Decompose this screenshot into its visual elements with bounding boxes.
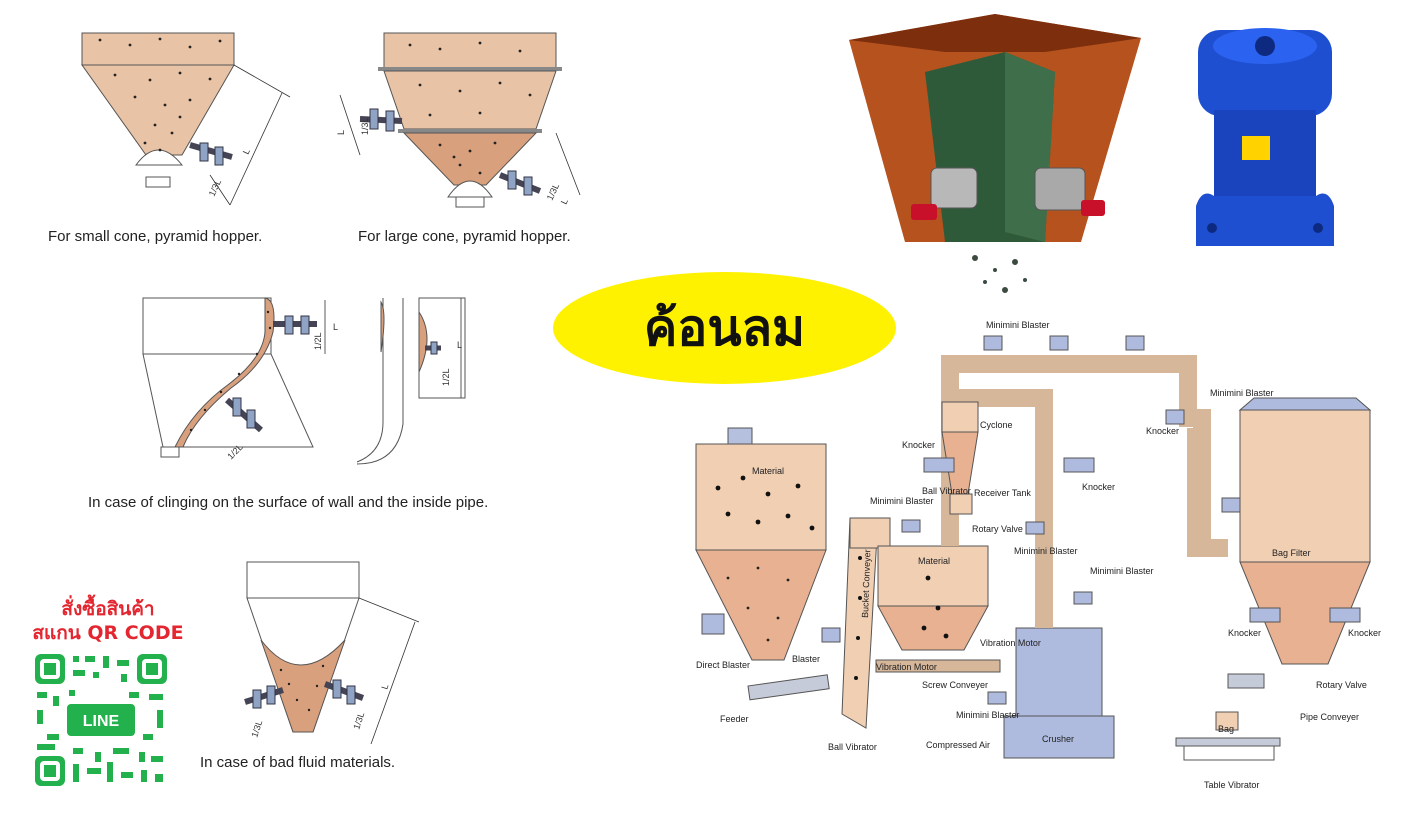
air-blaster-icon bbox=[244, 685, 284, 709]
label-blaster: Blaster bbox=[792, 654, 820, 664]
air-blaster-icon bbox=[987, 691, 1007, 705]
label-crusher: Crusher bbox=[1042, 734, 1074, 744]
dimension-L: L bbox=[241, 147, 252, 156]
qr-title-line1: สั่งซื้อสินค้า bbox=[61, 598, 155, 620]
large-cone-hopper-diagram: L 1/3L 1/3L L bbox=[336, 32, 581, 208]
air-knocker-icon bbox=[1063, 457, 1095, 473]
air-blaster-icon bbox=[1049, 335, 1069, 351]
air-knocker-icon bbox=[1249, 607, 1281, 623]
label-bag-filter: Bag Filter bbox=[1272, 548, 1311, 558]
dimension-half-L: 1/2L bbox=[441, 368, 451, 386]
label-minimini-blaster: Minimini Blaster bbox=[986, 320, 1050, 330]
dimension-third-L: 1/3L bbox=[545, 182, 561, 202]
air-blaster-icon bbox=[983, 335, 1003, 351]
label-rotary-valve: Rotary Valve bbox=[1316, 680, 1367, 690]
line-qr-code[interactable]: LINE bbox=[33, 652, 173, 792]
air-blaster-icon bbox=[1221, 497, 1241, 513]
label-knocker: Knocker bbox=[1348, 628, 1381, 638]
label-ball-vibrator: Ball Vibrator bbox=[828, 742, 877, 752]
label-minimini-blaster: Minimini Blaster bbox=[1014, 546, 1078, 556]
air-blaster-icon bbox=[901, 519, 921, 533]
qr-title-line2: สแกน QR CODE bbox=[32, 622, 184, 644]
label-ball-vibrator: Ball Vibrator bbox=[922, 486, 971, 496]
air-blaster-icon bbox=[225, 397, 263, 433]
label-minimini-blaster: Minimini Blaster bbox=[1210, 388, 1274, 398]
caption-clinging: In case of clinging on the surface of wa… bbox=[88, 494, 489, 511]
label-pipe-conveyer: Pipe Conveyer bbox=[1300, 712, 1359, 722]
clinging-hopper-diagram: L 1/2L 1/2L L 1/2L bbox=[142, 297, 466, 465]
air-blaster-icon bbox=[189, 142, 233, 166]
label-feeder: Feeder bbox=[720, 714, 749, 724]
label-cyclone: Cyclone bbox=[980, 420, 1013, 430]
small-cone-hopper-diagram: L 1/3L bbox=[81, 32, 291, 206]
air-blaster-icon bbox=[701, 613, 725, 635]
air-blaster-icon bbox=[323, 679, 365, 705]
label-knocker: Knocker bbox=[902, 440, 935, 450]
air-blaster-icon bbox=[498, 170, 542, 196]
label-direct-blaster: Direct Blaster bbox=[696, 660, 750, 670]
label-table-vibrator: Table Vibrator bbox=[1204, 780, 1259, 790]
dimension-L: L bbox=[379, 683, 390, 691]
air-knocker-icon bbox=[911, 167, 978, 220]
dimension-L: L bbox=[457, 340, 462, 350]
air-blaster-icon bbox=[1073, 591, 1093, 605]
label-minimini-blaster: Minimini Blaster bbox=[956, 710, 1020, 720]
process-flow-diagram: Material Minimini Blaster Minimini Blast… bbox=[695, 320, 1381, 790]
label-knocker: Knocker bbox=[1082, 482, 1115, 492]
dimension-L: L bbox=[559, 197, 570, 206]
air-blaster-icon bbox=[359, 108, 403, 132]
label-minimini-blaster: Minimini Blaster bbox=[1090, 566, 1154, 576]
label-minimini-blaster: Minimini Blaster bbox=[870, 496, 934, 506]
air-knocker-icon bbox=[1329, 607, 1361, 623]
dimension-third-L: 1/3L bbox=[360, 117, 370, 135]
title-badge-text: ค้อนลม bbox=[643, 298, 806, 357]
caption-small-cone: For small cone, pyramid hopper. bbox=[48, 228, 263, 245]
label-knocker: Knocker bbox=[1146, 426, 1179, 436]
dimension-third-L: 1/3L bbox=[249, 719, 264, 739]
air-knocker-icon bbox=[923, 457, 955, 473]
air-blaster-icon bbox=[273, 315, 317, 335]
label-vibration-motor: Vibration Motor bbox=[876, 662, 937, 672]
label-knocker: Knocker bbox=[1228, 628, 1261, 638]
air-blaster-icon bbox=[425, 341, 441, 355]
line-brand: LINE bbox=[83, 713, 120, 730]
dimension-third-L: 1/3L bbox=[351, 711, 366, 731]
air-blaster-icon bbox=[821, 627, 841, 643]
label-screw-conveyer: Screw Conveyer bbox=[922, 680, 988, 690]
air-blaster-icon bbox=[1025, 521, 1045, 535]
dimension-half-L: 1/2L bbox=[313, 332, 323, 350]
label-material: Material bbox=[918, 556, 950, 566]
label-bucket-conveyer: Bucket Conveyer bbox=[860, 549, 872, 618]
title-badge: ค้อนลม bbox=[553, 272, 896, 384]
air-blaster-icon bbox=[1165, 409, 1185, 425]
caption-large-cone: For large cone, pyramid hopper. bbox=[358, 228, 571, 245]
label-vibration-motor: Vibration Motor bbox=[980, 638, 1041, 648]
label-receiver-tank: Receiver Tank bbox=[974, 488, 1031, 498]
label-bag: Bag bbox=[1218, 724, 1234, 734]
caption-bad-fluid: In case of bad fluid materials. bbox=[200, 754, 396, 771]
label-material: Material bbox=[752, 466, 784, 476]
dimension-L: L bbox=[336, 130, 346, 135]
label-compressed-air: Compressed Air bbox=[926, 740, 990, 750]
air-knocker-icon bbox=[1034, 167, 1105, 216]
label-rotary-valve: Rotary Valve bbox=[972, 524, 1023, 534]
hopper-cutaway-photo bbox=[849, 14, 1141, 293]
air-knocker-photo bbox=[1196, 28, 1334, 246]
dimension-L: L bbox=[333, 322, 338, 332]
bad-fluid-hopper-diagram: L 1/3L 1/3L bbox=[244, 561, 420, 745]
dimension-third-L: 1/3L bbox=[207, 178, 223, 198]
air-blaster-icon bbox=[1125, 335, 1145, 351]
